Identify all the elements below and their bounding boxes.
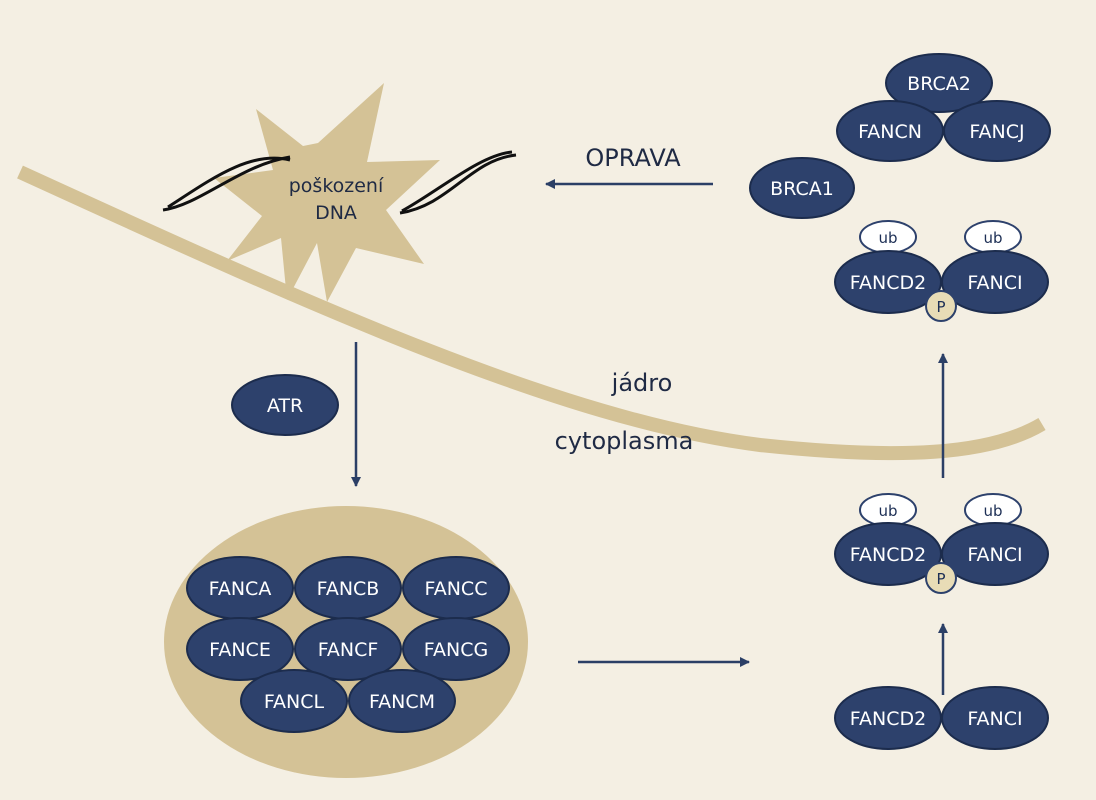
protein-fancd2-label: FANCD2 (850, 708, 926, 730)
protein-fancd2-nuclear-label: FANCD2 (850, 272, 926, 294)
protein-brca1: BRCA1 (749, 157, 855, 219)
protein-fanci-label: FANCI (967, 708, 1022, 730)
nuclear-membrane (17, 165, 1046, 461)
protein-fanci-nuclear-label: FANCI (967, 272, 1022, 294)
protein-fancn-label: FANCN (858, 121, 922, 143)
ub-label-nuclear-1: ub (878, 229, 897, 247)
protein-fancg-label: FANCG (424, 639, 488, 661)
ub-label-nuclear-2: ub (983, 229, 1002, 247)
protein-fancl-label: FANCL (264, 691, 325, 713)
protein-atr: ATR (231, 374, 339, 436)
ub-label-cyto-1: ub (878, 502, 897, 520)
protein-fanci-cyto-ub-label: FANCI (967, 544, 1022, 566)
protein-fance-label: FANCE (209, 639, 271, 661)
protein-brca1-label: BRCA1 (770, 178, 834, 200)
fa-core-complex: FANCA FANCB FANCC FANCE FANCF FANCG FANC… (164, 506, 528, 778)
dna-strand-left (162, 155, 291, 212)
dna-strand-right (399, 150, 517, 215)
protein-fancm-label: FANCM (369, 691, 435, 713)
dna-damage-star (214, 83, 440, 302)
protein-atr-label: ATR (267, 395, 303, 417)
repair-label: OPRAVA (585, 144, 681, 172)
protein-fancc-label: FANCC (425, 578, 488, 600)
damage-label-line2: DNA (315, 202, 357, 224)
ub-label-cyto-2: ub (983, 502, 1002, 520)
phospho-label-nuclear: P (936, 298, 945, 316)
cytoplasm-label: cytoplasma (555, 427, 694, 455)
fancd2-fanci-complex: FANCD2 FANCI (834, 686, 1049, 750)
protein-fancd2-cyto-ub-label: FANCD2 (850, 544, 926, 566)
protein-brca2-label: BRCA2 (907, 73, 971, 95)
nucleus-label: jádro (611, 369, 673, 397)
protein-fancf-label: FANCF (318, 639, 379, 661)
cytoplasmic-fancd2-fanci-ub-complex: ub ub FANCD2 FANCI P (834, 493, 1049, 594)
damage-label-line1: poškození (289, 175, 384, 197)
nuclear-fancd2-fanci-complex: ub ub FANCD2 FANCI P (834, 220, 1049, 322)
brca2-complex: BRCA2 FANCN FANCJ (836, 53, 1051, 162)
protein-fancj-label: FANCJ (969, 121, 1024, 143)
phospho-label-cyto: P (936, 570, 945, 588)
protein-fanca-label: FANCA (209, 578, 272, 600)
protein-fancb-label: FANCB (317, 578, 380, 600)
